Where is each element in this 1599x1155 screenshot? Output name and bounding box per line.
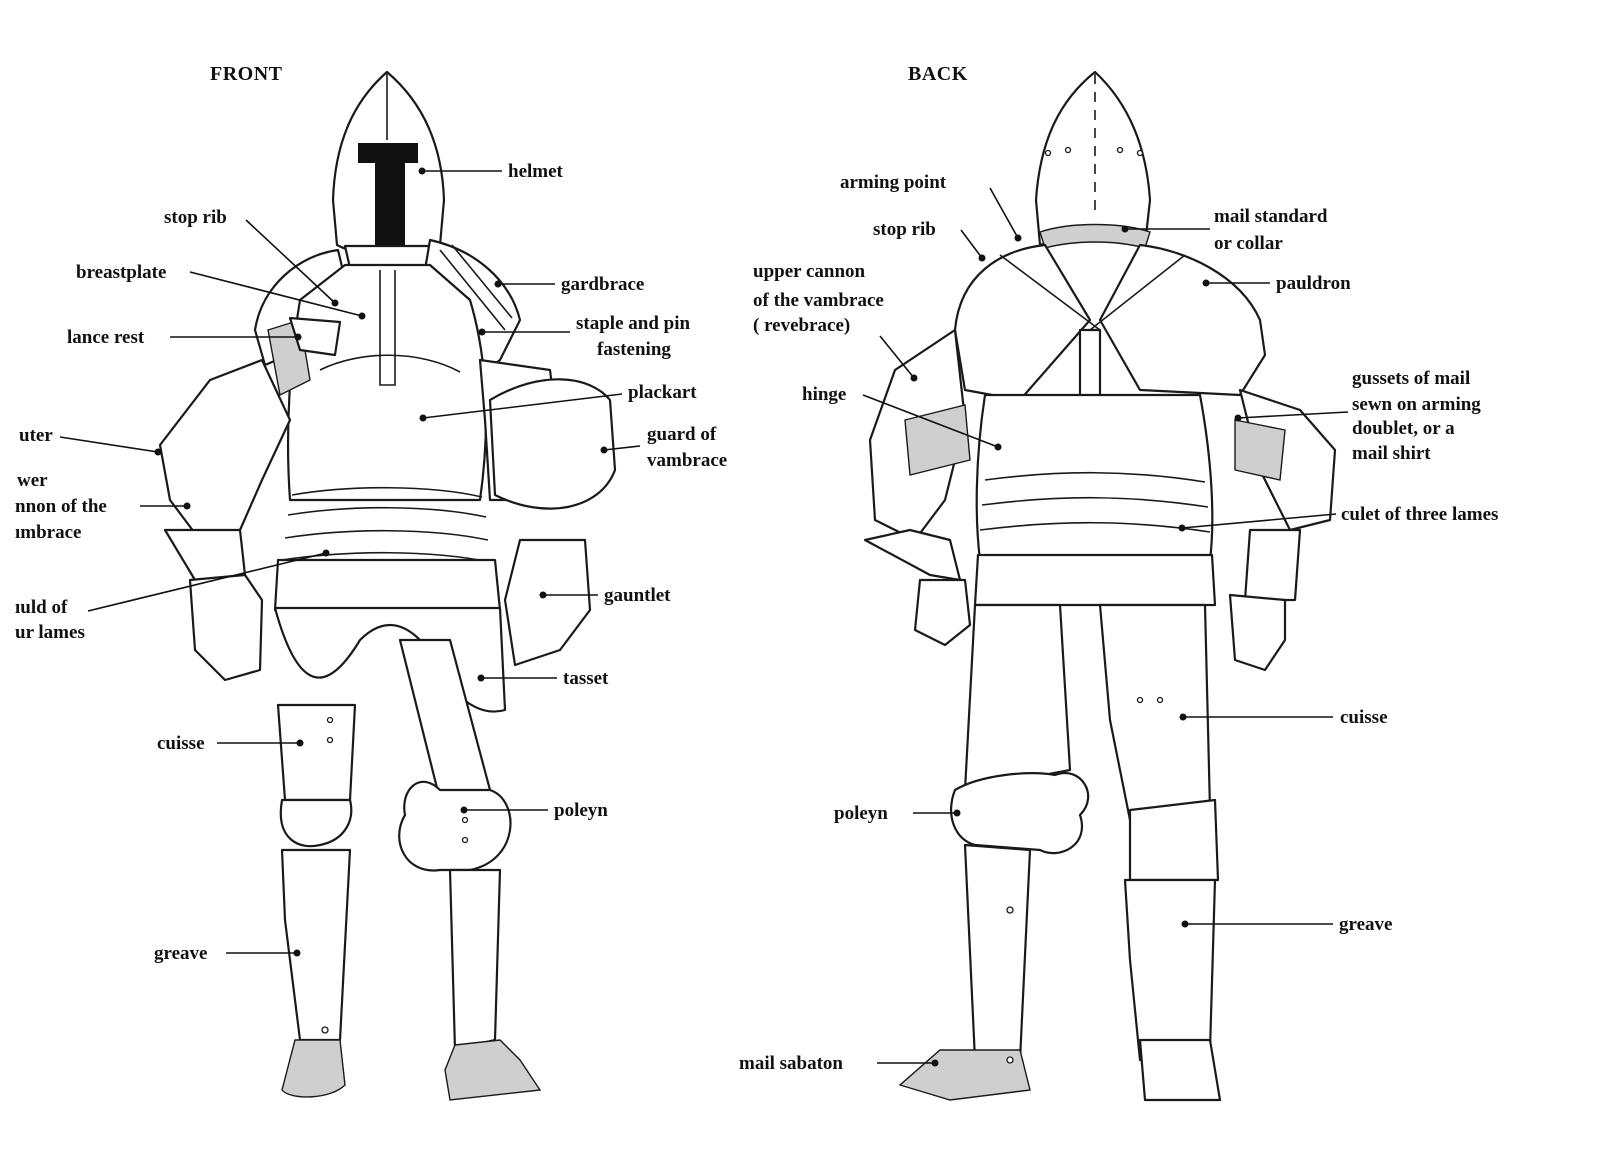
front-left-poleyn-shape xyxy=(398,780,512,872)
front-figure xyxy=(158,70,617,1101)
label-back-pauldron: pauldron xyxy=(1276,273,1351,294)
label-back-culet: culet of three lames xyxy=(1341,504,1498,525)
label-front-helmet: helmet xyxy=(508,161,564,182)
back-leader-lines xyxy=(862,187,1349,1067)
back-right-cuisse xyxy=(1098,603,1212,822)
label-back-poleyn: poleyn xyxy=(834,803,888,824)
front-leader-lines xyxy=(59,167,641,957)
label-front-poleyn: poleyn xyxy=(554,800,608,821)
label-back-upper-3: ( revebrace) xyxy=(753,315,850,336)
front-right-greave xyxy=(280,848,352,1042)
back-heading: BACK xyxy=(908,63,968,85)
label-front-cuisse: cuisse xyxy=(157,733,205,754)
back-figure xyxy=(863,70,1337,1102)
back-culet xyxy=(973,553,1217,607)
label-front-stop-rib: stop rib xyxy=(164,207,227,228)
label-front-staple-1: staple and pin xyxy=(576,313,690,334)
label-back-greave: greave xyxy=(1339,914,1392,935)
front-breastplate-shape xyxy=(286,263,488,502)
label-back-mail-standard-1: mail standard xyxy=(1214,206,1328,227)
label-front-breastplate: breastplate xyxy=(76,262,166,283)
front-right-cuisse xyxy=(276,703,357,802)
label-front-guard-1: guard of xyxy=(647,424,717,445)
label-front-fauld-2: ur lames xyxy=(15,622,85,643)
label-back-gussets-4: mail shirt xyxy=(1352,443,1431,464)
back-left-cuisse xyxy=(963,603,1072,792)
back-mail-collar-shape xyxy=(1039,223,1151,249)
label-back-gussets-1: gussets of mail xyxy=(1352,368,1470,389)
label-front-guard-2: vambrace xyxy=(647,450,727,471)
back-left-pauldron xyxy=(953,243,1092,402)
label-front-fauld-1: ıuld of xyxy=(15,597,68,618)
front-heading: FRONT xyxy=(210,63,283,85)
label-back-cuisse: cuisse xyxy=(1340,707,1388,728)
front-right-arm xyxy=(158,358,292,542)
front-right-sabaton xyxy=(281,1039,346,1098)
front-right-gauntlet xyxy=(188,573,264,682)
back-helmet-shape xyxy=(1034,70,1152,247)
front-left-sabaton xyxy=(444,1039,542,1101)
front-visor-slot xyxy=(358,143,418,245)
label-back-hinge: hinge xyxy=(802,384,846,405)
back-left-gauntlet xyxy=(1228,593,1287,672)
label-back-stop-rib: stop rib xyxy=(873,219,936,240)
label-front-gauntlet: gauntlet xyxy=(604,585,671,606)
label-front-lower-3: ımbrace xyxy=(15,522,81,543)
front-labels: FRONT helmet stop rib breastplate lance … xyxy=(15,63,727,964)
label-front-greave: greave xyxy=(154,943,207,964)
label-front-lower-2: nnon of the xyxy=(15,496,107,517)
label-back-arming-point: arming point xyxy=(840,172,947,193)
label-front-staple-2: fastening xyxy=(597,339,671,360)
label-back-upper-2: of the vambrace xyxy=(753,290,884,311)
back-right-greave xyxy=(1123,878,1217,1062)
front-guard-of-vambrace-shape xyxy=(488,378,617,510)
back-poleyn-shape xyxy=(950,772,1090,855)
label-back-mail-standard-2: or collar xyxy=(1214,233,1283,254)
label-back-gussets-3: doublet, or a xyxy=(1352,418,1455,439)
front-left-greave xyxy=(448,868,502,1052)
back-labels: BACK arming point stop rib upper cannon … xyxy=(739,63,1498,1074)
label-front-plackart: plackart xyxy=(628,382,697,403)
label-back-mail-sabaton: mail sabaton xyxy=(739,1053,843,1074)
label-front-couter: uter xyxy=(19,425,53,446)
back-right-gauntlet xyxy=(913,578,972,647)
label-front-tasset: tasset xyxy=(563,668,609,689)
label-back-gussets-2: sewn on arming xyxy=(1352,394,1481,415)
label-front-lance-rest: lance rest xyxy=(67,327,145,348)
label-front-gardbrace: gardbrace xyxy=(561,274,644,295)
label-front-lower-1: wer xyxy=(17,470,48,491)
back-pauldron xyxy=(1098,243,1267,397)
label-back-upper-1: upper cannon xyxy=(753,261,866,282)
back-left-greave xyxy=(963,843,1032,1062)
